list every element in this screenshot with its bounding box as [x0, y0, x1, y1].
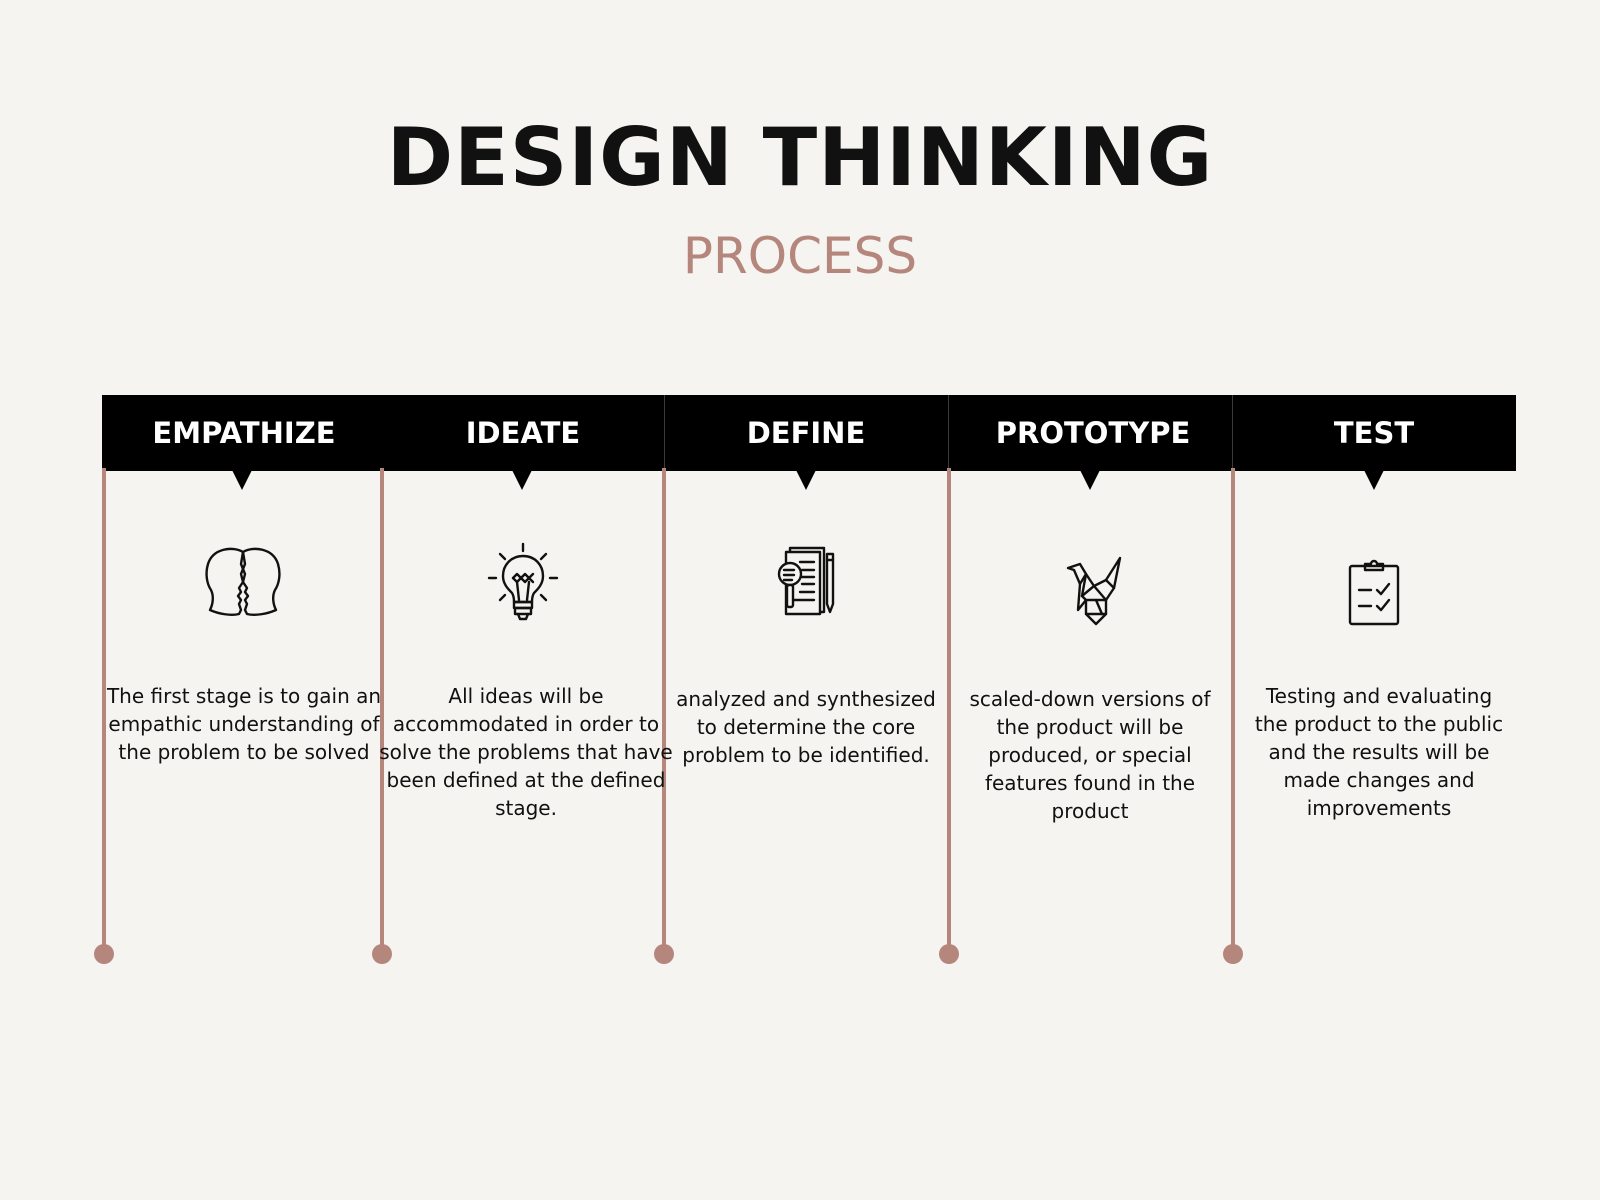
clipboard-checklist-icon [1348, 559, 1400, 626]
stage-header-bar [102, 395, 1516, 471]
timeline-line [102, 468, 106, 954]
stage-pointer [1080, 470, 1100, 490]
header-divider [948, 395, 949, 471]
two-faces-icon [205, 547, 281, 616]
stage-pointer [1364, 470, 1384, 490]
stage-pointer [512, 470, 532, 490]
timeline-dot [1223, 944, 1243, 964]
timeline-line [380, 468, 384, 954]
timeline-dot [372, 944, 392, 964]
header-divider [664, 395, 665, 471]
timeline-line [1231, 468, 1235, 954]
stage-description-empathize: The first stage is to gain an empathic u… [106, 684, 382, 764]
stage-description-prototype: scaled-down versions of the product will… [969, 687, 1211, 823]
stage-title-test: TEST [1333, 416, 1415, 450]
timeline-line [947, 468, 951, 954]
stage-pointer [232, 470, 252, 490]
timeline-dot [94, 944, 114, 964]
stage-title-prototype: PROTOTYPE [995, 416, 1191, 450]
stage-description-ideate: All ideas will be accommodated in order … [379, 684, 673, 820]
stage-title-ideate: IDEATE [465, 416, 581, 450]
origami-crane-icon [1066, 556, 1122, 626]
stage-title-define: DEFINE [746, 416, 866, 450]
timeline-dot [654, 944, 674, 964]
timeline-dot [939, 944, 959, 964]
page-title: DESIGN THINKING [386, 111, 1214, 204]
lightbulb-icon [487, 542, 559, 621]
stage-pointer [796, 470, 816, 490]
timeline-line [662, 468, 666, 954]
stage-description-define: analyzed and synthesized to determine th… [676, 687, 936, 767]
page-subtitle: PROCESS [682, 227, 918, 285]
stage-title-empathize: EMPATHIZE [152, 416, 336, 450]
stage-description-test: Testing and evaluating the product to th… [1254, 684, 1504, 820]
header-divider [1232, 395, 1233, 471]
document-magnifier-icon [777, 546, 835, 616]
